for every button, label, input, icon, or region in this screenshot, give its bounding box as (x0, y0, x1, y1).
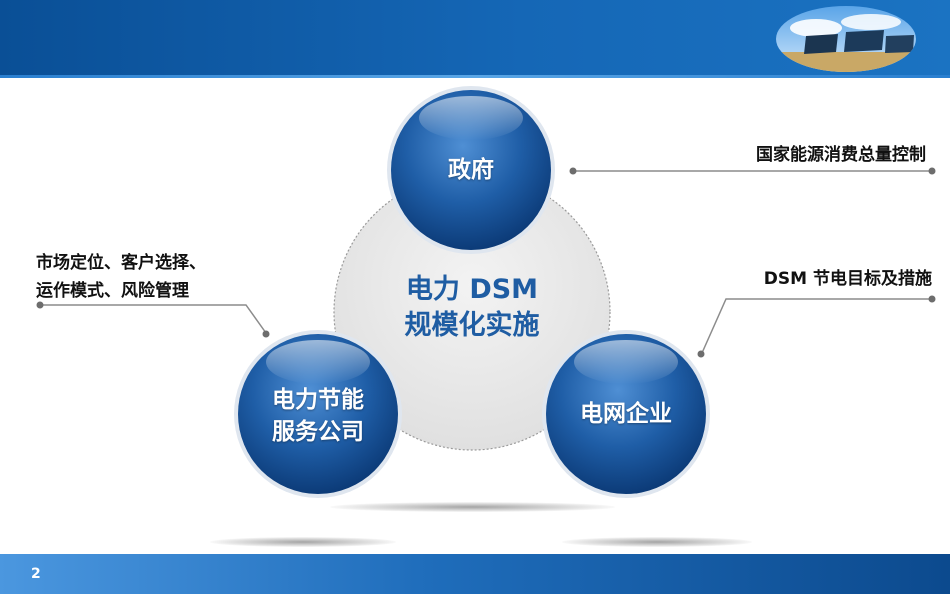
annotation-mid-right: DSM 节电目标及措施 (763, 269, 932, 289)
page-number: 2 (31, 566, 41, 582)
center-floor-shadow (330, 502, 615, 512)
esco-ball (234, 330, 402, 498)
center-title-line1: 电力 DSM (405, 274, 539, 305)
connector-dot (697, 350, 705, 358)
connector-dot (928, 167, 936, 175)
annotation-top-right: 国家能源消费总量控制 (756, 145, 926, 165)
connector-left (40, 304, 267, 334)
center-title-line2: 规模化实施 (404, 310, 540, 341)
center-circle (333, 173, 611, 451)
left-floor-shadow (210, 537, 396, 547)
government-ball (387, 86, 555, 254)
grid-company-ball (542, 330, 710, 498)
annotation-left: 市场定位、客户选择、 运作模式、风险管理 (36, 249, 206, 305)
annotation-left-line2: 运作模式、风险管理 (36, 281, 189, 301)
connector-dot (928, 295, 936, 303)
grid-company-label: 电网企业 (580, 401, 672, 427)
connector-mid-right (701, 298, 930, 354)
government-label: 政府 (448, 157, 494, 183)
footer-bar (0, 554, 950, 594)
annotation-left-line1: 市场定位、客户选择、 (36, 253, 206, 273)
connector-dot (36, 301, 44, 309)
right-floor-shadow (562, 537, 752, 547)
esco-label-line1: 电力节能 (272, 387, 364, 413)
solar-panel-photo (776, 6, 916, 72)
esco-label: 电力节能 服务公司 (248, 384, 388, 448)
header-bar (0, 0, 950, 78)
esco-label-line2: 服务公司 (272, 419, 364, 445)
connector-dot (569, 167, 577, 175)
connector-dot (262, 330, 270, 338)
center-title: 电力 DSM 规模化实施 (372, 272, 572, 344)
